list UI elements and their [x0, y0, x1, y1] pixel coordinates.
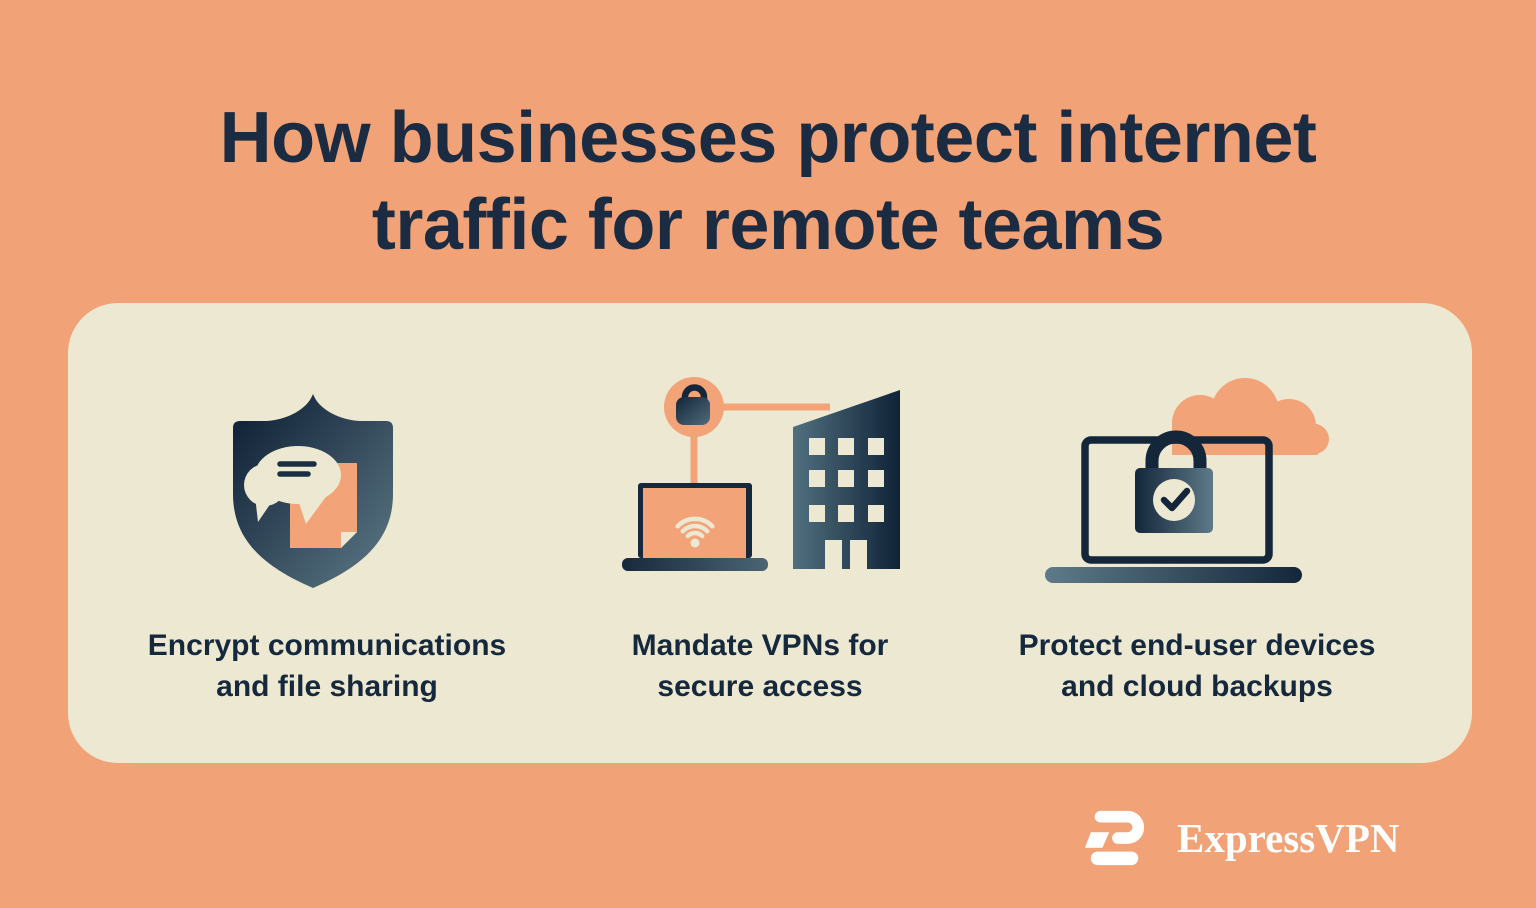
panel-item-devices-illustration [1040, 376, 1335, 586]
building-windows [809, 438, 884, 569]
page-title-line-2: traffic for remote teams [371, 185, 1165, 265]
laptop-base [1045, 567, 1302, 583]
caption-vpn-line-1: Mandate VPNs for [631, 629, 889, 662]
chat-bubbles-icon [244, 446, 341, 524]
padlock-check-icon [1135, 430, 1213, 533]
page-title-line-1: How businesses protect internet [219, 98, 1317, 178]
laptop-vpn-building-icon [622, 377, 900, 571]
caption-vpn: Mandate VPNs for secure access [540, 625, 980, 707]
laptop-base [622, 558, 768, 571]
check-icon [1160, 487, 1191, 512]
panel-item-encrypt-illustration [228, 390, 398, 590]
shield-chat-document-icon [233, 394, 393, 588]
caption-vpn-line-2: secure access [657, 670, 863, 703]
caption-devices-line-2: and cloud backups [1061, 670, 1333, 703]
caption-encrypt-line-2: and file sharing [216, 670, 438, 703]
caption-devices: Protect end-user devices and cloud backu… [977, 625, 1417, 707]
caption-encrypt-line-1: Encrypt communications [147, 629, 507, 662]
brand-wordmark: ExpressVPN [1177, 815, 1400, 861]
cloud-icon [1172, 378, 1329, 455]
content-panel: Encrypt communications and file sharing … [68, 303, 1472, 763]
brand-logo: ExpressVPN [1085, 802, 1399, 874]
laptop-wifi [622, 483, 768, 571]
panel-item-vpn-illustration [618, 375, 904, 575]
laptop-lock-cloud-icon [1045, 378, 1329, 583]
lock-node-icon [664, 377, 724, 437]
wifi-icon [675, 516, 715, 539]
building [793, 390, 900, 569]
expressvpn-logomark-icon [1085, 810, 1145, 866]
caption-encrypt: Encrypt communications and file sharing [107, 625, 547, 707]
page-title: How businesses protect internet traffic … [0, 95, 1536, 269]
caption-devices-line-1: Protect end-user devices [1018, 629, 1376, 662]
